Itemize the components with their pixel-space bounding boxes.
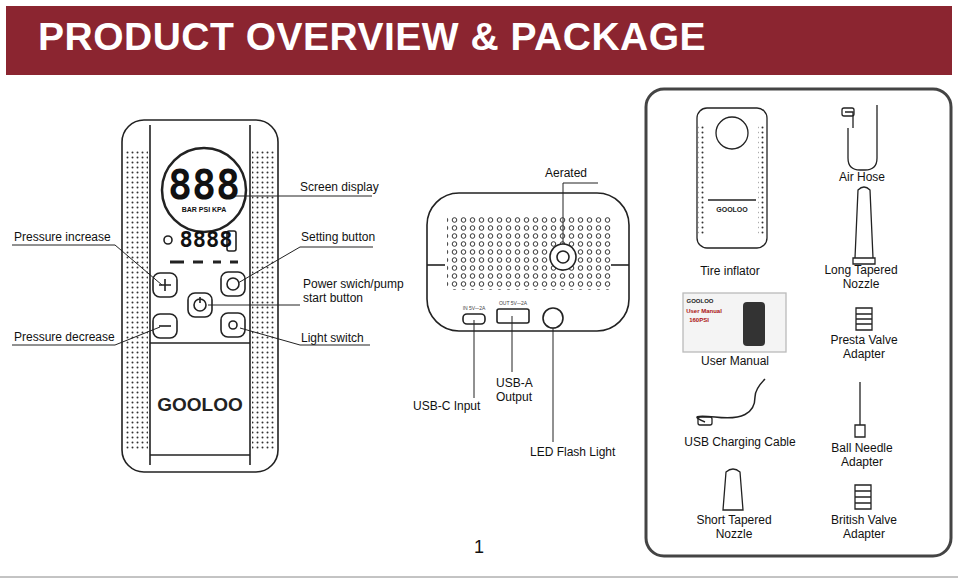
callout-label: Air Hose [817, 171, 907, 185]
inflator-side [427, 193, 629, 331]
callout-label: Short Tapered Nozzle [687, 514, 782, 542]
callout-label: USB Charging Cable [675, 436, 805, 450]
callout-label: Setting button [301, 231, 411, 245]
callout-label: Pressure decrease [14, 331, 134, 345]
callout-label: IN 5V⎓2A [459, 306, 489, 312]
device-marking: 888 [159, 165, 249, 205]
callout-label: USB-A Output [496, 377, 546, 405]
device-marking: GOOLOO [707, 206, 757, 214]
device-marking: 8888 [171, 229, 241, 251]
callout-label: LED Flash Light [530, 446, 640, 460]
device-marking: 160PSI [684, 317, 714, 324]
callout-label: Pressure increase [14, 231, 134, 245]
callout-label: Aerated [545, 167, 615, 181]
page-title: PRODUCT OVERVIEW & PACKAGE [38, 15, 706, 59]
device-marking: GOOLOO [685, 298, 715, 305]
device-marking: User Manual [684, 308, 724, 315]
callout-label: Presta Valve Adapter [817, 334, 912, 362]
package-frame [646, 89, 951, 556]
callout-label: Tire inflator [680, 265, 780, 279]
callout-label: Long Tapered Nozzle [811, 264, 911, 292]
title-band [6, 6, 952, 75]
callout-label: User Manual [685, 355, 785, 369]
callout-label: Light switch [301, 332, 411, 346]
inflator-front [122, 120, 278, 472]
callout-label: OUT 5V⎓2A [495, 301, 531, 307]
callout-label: Power swich/pump start button [303, 278, 415, 306]
callout-label: USB-C Input [413, 400, 503, 414]
device-marking: BAR PSI KPA [174, 206, 234, 214]
callout-label: Screen display [300, 181, 410, 195]
callout-label: Ball Needle Adapter [815, 442, 910, 470]
callout-label: British Valve Adapter [817, 514, 912, 542]
page-number: 1 [464, 537, 494, 558]
device-marking: GOOLOO [152, 394, 248, 416]
